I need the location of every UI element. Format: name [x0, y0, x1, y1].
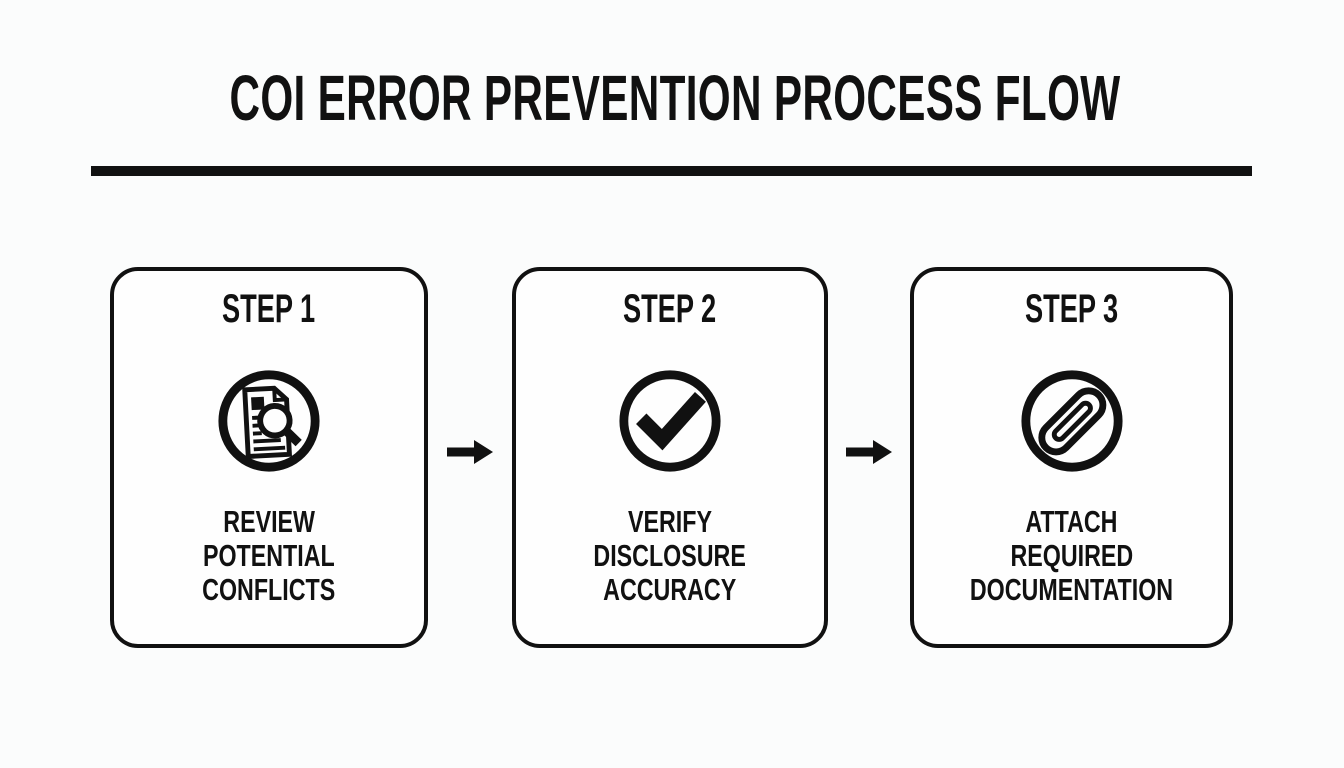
step-1-heading: STEP 1 — [222, 287, 316, 331]
step-2-box: STEP 2 VERIFY DISCLOSURE ACCURACY — [512, 267, 828, 648]
checkmark-circle-icon — [619, 370, 721, 472]
connector-arrow-1 — [428, 267, 512, 648]
step-1-box: STEP 1 REVIEW POTEN — [110, 267, 428, 648]
step-1-label: REVIEW POTENTIAL CONFLICTS — [202, 504, 336, 607]
step-3-box: STEP 3 ATTACH REQUIRED DOCUMENTATION — [910, 267, 1233, 648]
right-arrow-icon — [447, 439, 493, 464]
step-3-label: ATTACH REQUIRED DOCUMENTATION — [969, 504, 1174, 607]
paperclip-circle-icon — [1020, 370, 1123, 472]
step-3-heading: STEP 3 — [1024, 287, 1119, 331]
step-2-label: VERIFY DISCLOSURE ACCURACY — [593, 504, 747, 607]
right-arrow-icon — [846, 439, 892, 464]
page-title: COI ERROR PREVENTION PROCESS FLOW — [0, 66, 1344, 130]
connector-arrow-2 — [828, 267, 910, 648]
document-search-icon — [218, 370, 320, 472]
process-steps-row: STEP 1 REVIEW POTEN — [110, 267, 1233, 648]
page-title-text: COI ERROR PREVENTION PROCESS FLOW — [229, 62, 1121, 134]
title-underline — [91, 166, 1252, 176]
step-2-heading: STEP 2 — [623, 287, 717, 331]
